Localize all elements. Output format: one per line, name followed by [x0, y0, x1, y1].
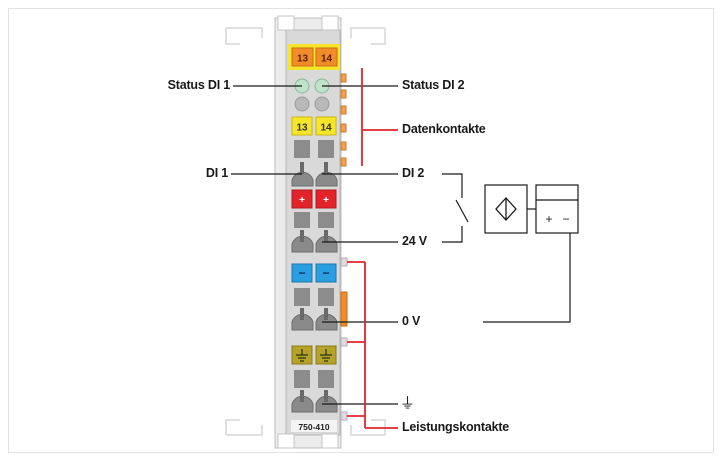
release-slot-di1	[294, 140, 310, 158]
label-24v: 24 V	[402, 234, 427, 248]
minus-marker-left	[291, 263, 313, 283]
figure-frame	[8, 8, 714, 453]
clamp-slit-pe-2	[324, 390, 328, 402]
power-contact-tab	[340, 291, 348, 327]
supply-minus: −	[562, 212, 569, 226]
contact-brackets	[347, 68, 398, 429]
power-contact-notch-mid	[340, 337, 348, 347]
switch-contact	[455, 199, 469, 223]
label-status-di2: Status DI 2	[402, 78, 465, 92]
leader-lines	[231, 85, 398, 405]
label-0v: 0 V	[402, 314, 421, 328]
clamp-slit-24v-1	[300, 230, 304, 242]
release-slot-pe-2	[318, 370, 334, 388]
sensor-symbol-icon	[495, 197, 517, 221]
clamp-slit-0v-1	[300, 308, 304, 320]
marker-label-13: 13	[296, 123, 308, 134]
plus-symbol-left: +	[299, 195, 305, 206]
terminal-marker-14-top	[315, 47, 338, 67]
release-slot-0v-1	[294, 288, 310, 306]
clamp-slit-di1	[300, 162, 304, 174]
top-label-13: 13	[297, 54, 309, 65]
ground-icon	[296, 349, 332, 362]
label-status-di1: Status DI 1	[167, 78, 231, 92]
supply-plus: +	[545, 212, 552, 226]
release-slot-24v-1	[294, 212, 310, 228]
marker-14	[315, 116, 337, 136]
clamp-di2	[315, 171, 338, 187]
minus-symbol-left: −	[298, 266, 305, 280]
clamp-24v-left	[291, 235, 314, 253]
plus-symbol-right: +	[323, 195, 329, 206]
clamp-slit-24v-2	[324, 230, 328, 242]
power-contact-notch-top	[340, 257, 348, 267]
minus-marker-right	[315, 263, 337, 283]
label-ground-icon: ⏚	[400, 395, 415, 412]
plus-marker-left	[291, 189, 313, 209]
label-di2: DI 2	[402, 166, 425, 180]
clamp-pe-left	[291, 395, 314, 413]
minus-symbol-right: −	[322, 266, 329, 280]
release-slot-0v-2	[318, 288, 334, 306]
label-leistungskontakte: Leistungskontakte	[402, 420, 510, 434]
release-slot-pe-1	[294, 370, 310, 388]
marker-13	[291, 116, 313, 136]
status-led-off-1	[294, 96, 310, 112]
release-slot-24v-2	[318, 212, 334, 228]
terminal-marker-13-top	[291, 47, 314, 67]
power-contact-notch-bottom	[340, 411, 348, 421]
clamp-24v-right	[315, 235, 338, 253]
clamp-0v-left	[291, 313, 314, 331]
clamp-slit-pe-1	[300, 390, 304, 402]
rail-brackets	[225, 27, 386, 436]
data-contacts	[340, 73, 347, 167]
plus-marker-right	[315, 189, 337, 209]
supply-box	[535, 184, 579, 234]
release-slot-di2	[318, 140, 334, 158]
label-datenkontakte: Datenkontakte	[402, 122, 486, 136]
label-di1: DI 1	[205, 166, 228, 180]
clamp-di1	[291, 171, 314, 187]
clamp-slit-di2	[324, 162, 328, 174]
part-number-plate	[291, 420, 337, 432]
marker-label-14: 14	[320, 123, 332, 134]
part-number: 750-410	[298, 422, 329, 432]
external-wiring	[442, 173, 579, 323]
status-led-off-2	[314, 96, 330, 112]
clamp-slit-0v-2	[324, 308, 328, 320]
top-label-14: 14	[321, 54, 333, 65]
